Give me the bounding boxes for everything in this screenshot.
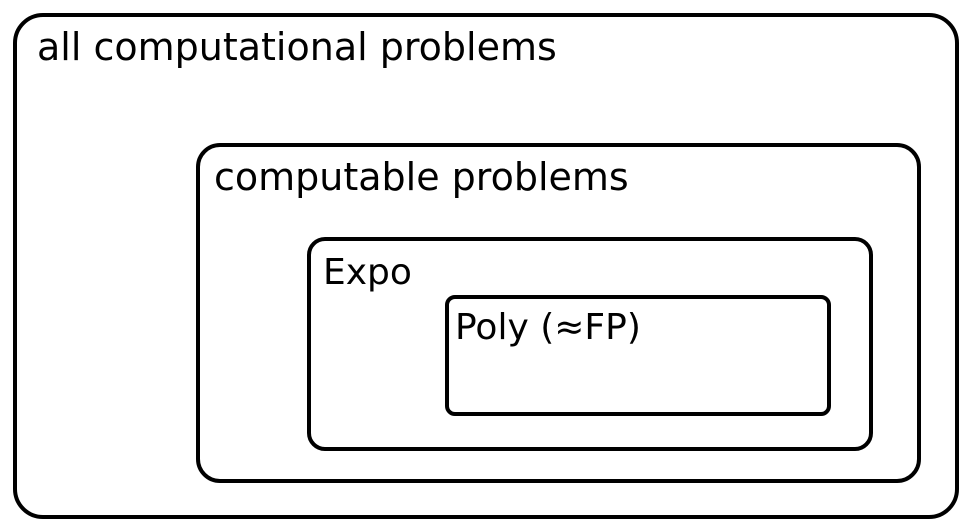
label-expo: Expo	[323, 252, 412, 293]
label-poly: Poly (≈FP)	[455, 307, 641, 348]
label-computable-problems: computable problems	[214, 155, 629, 199]
set-poly	[445, 295, 831, 416]
label-all-computational-problems: all computational problems	[37, 25, 557, 69]
